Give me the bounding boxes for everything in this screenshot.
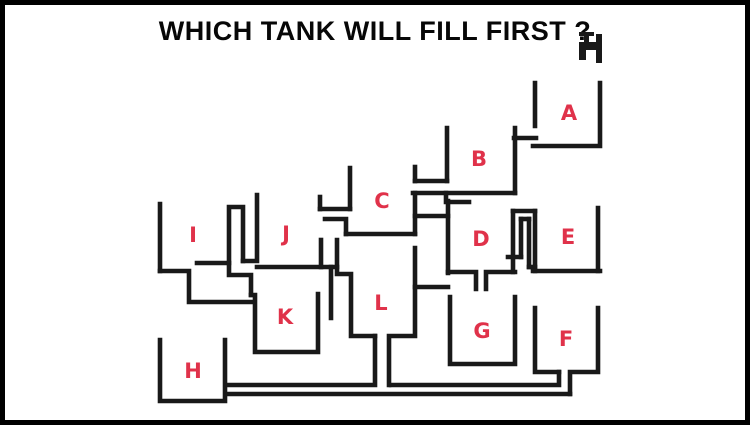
water-tap-icon-part-1	[579, 42, 600, 50]
tank-d-bottom-right	[483, 269, 518, 292]
puzzle-title: WHICH TANK WILL FILL FIRST ?	[158, 16, 592, 46]
tank-label-B: B	[471, 147, 487, 171]
tank-label-C: C	[374, 189, 389, 213]
tank-label-E: E	[561, 225, 575, 249]
water-tap-icon-part-3	[584, 36, 589, 43]
tank-label-K: K	[277, 305, 294, 329]
tank-diagram: A B C D E F G H I J K L	[157, 32, 603, 404]
tank-f-left-bottom	[532, 305, 562, 375]
tank-c-spout-lower	[322, 216, 349, 237]
tank-label-H: H	[184, 359, 202, 383]
tank-label-F: F	[559, 327, 573, 351]
tank-a-right-bottom	[530, 80, 603, 149]
tank-label-G: G	[473, 319, 490, 343]
tank-label-I: I	[189, 223, 197, 247]
tank-label-D: D	[472, 227, 489, 251]
tank-label-L: L	[374, 291, 387, 315]
tank-j-left-hook	[240, 192, 260, 264]
tank-f-right-bottom	[567, 305, 601, 397]
water-tap-icon-part-2	[579, 50, 586, 60]
tank-d-bottom-left	[445, 269, 479, 292]
tank-label-A: A	[561, 101, 578, 125]
stair-i-k	[226, 260, 254, 298]
tank-i-bottom-pipe	[157, 268, 254, 305]
water-tap-icon-part-4	[579, 32, 594, 36]
tank-label-J: J	[280, 222, 290, 246]
tank-l-drain-right	[386, 245, 418, 388]
main-pipe-top-left	[225, 333, 378, 388]
main-pipe-top-right	[388, 369, 562, 388]
tank-h-outline	[157, 337, 228, 404]
tank-l-left-step	[334, 237, 378, 339]
junction-i-j-arch	[226, 204, 246, 266]
tank-g-outline	[447, 294, 518, 367]
tank-k-outline	[248, 291, 321, 355]
